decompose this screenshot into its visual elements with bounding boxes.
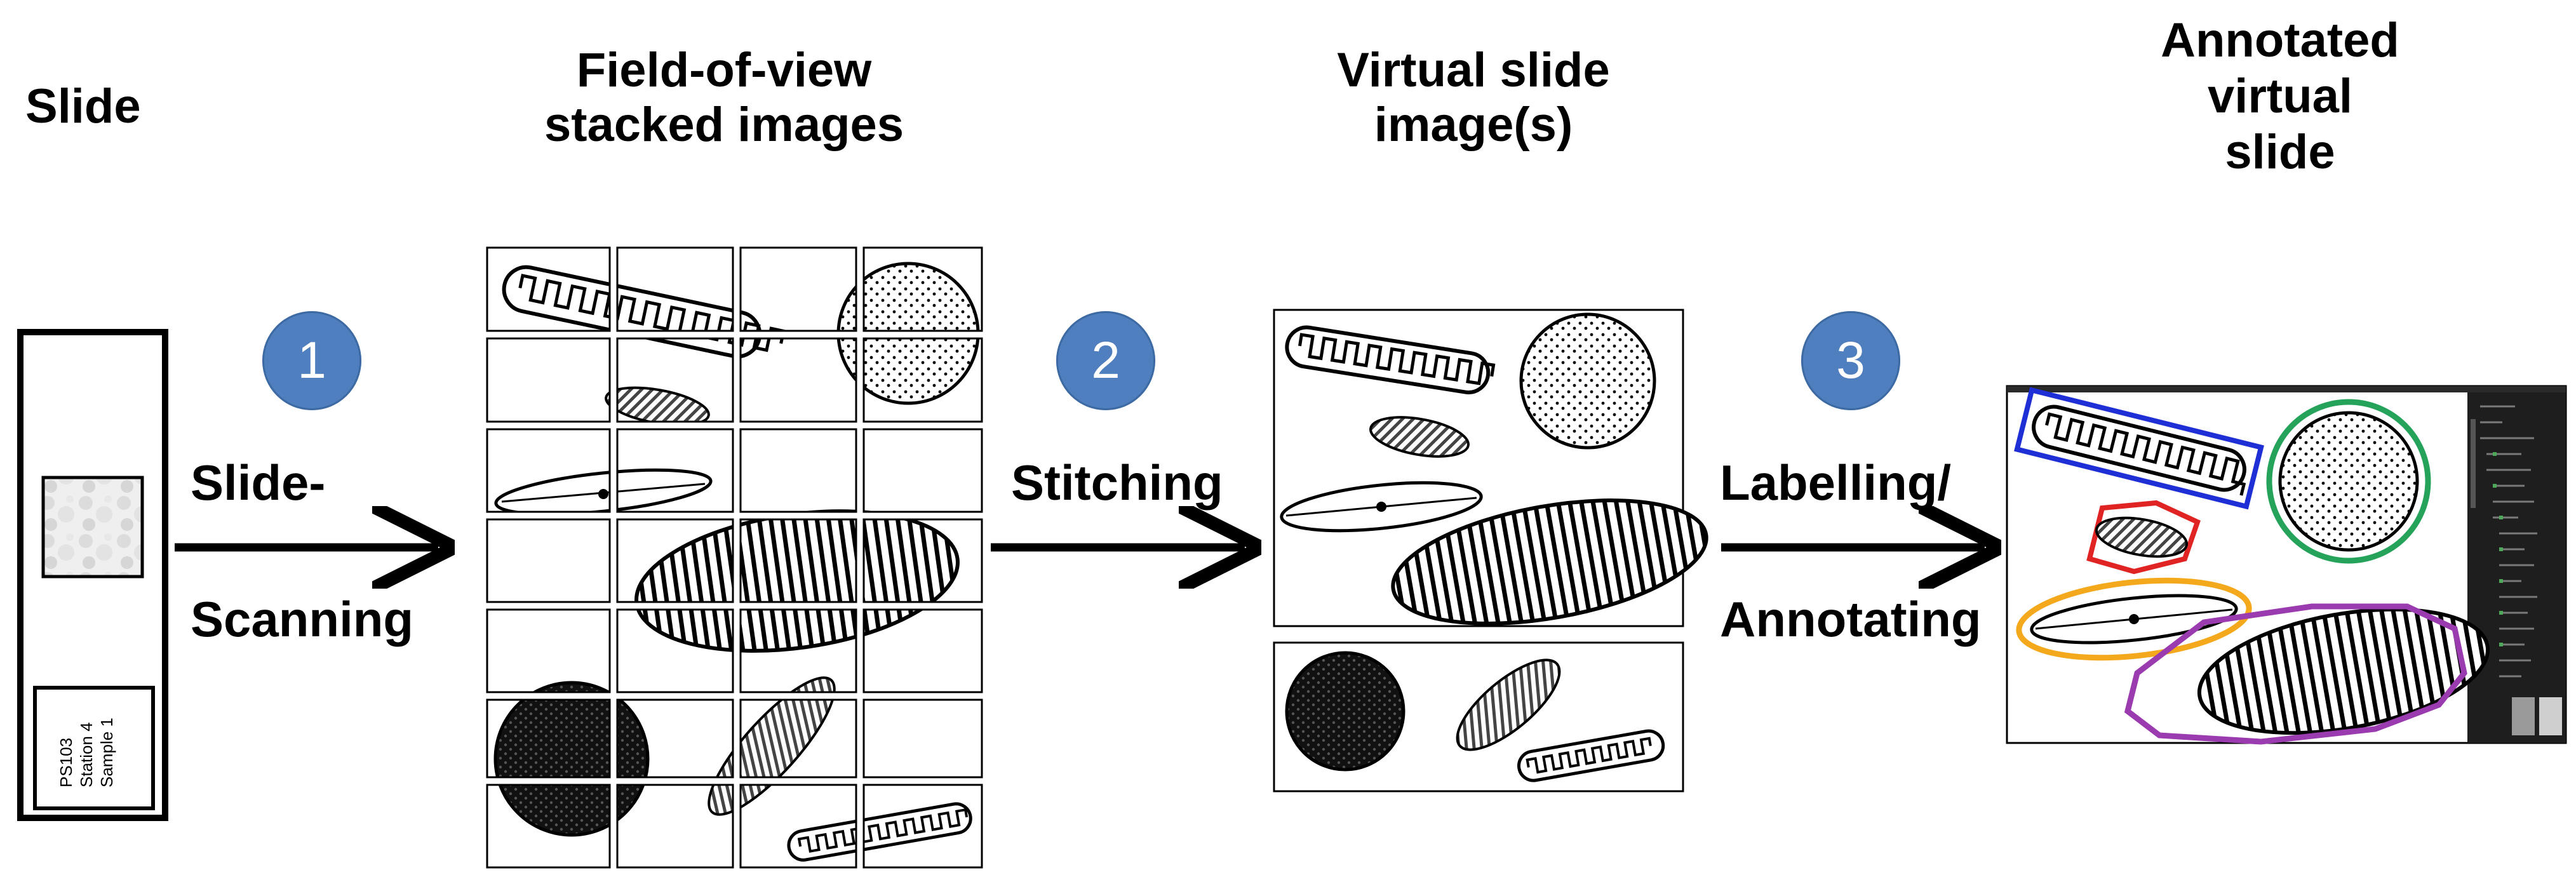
glass-slide [17,329,168,821]
step-3-label-line1: Labelling/ [1720,455,1952,511]
header-slide: Slide [25,79,141,133]
step-3-label-line2: Annotating [1720,591,1982,647]
slide-label-text: PS103 Station 4 Sample 1 [56,718,117,787]
virtual-slide-main [1273,309,1708,627]
step-2-label: Stitching [1011,455,1223,511]
virtual-slide-secondary [1273,641,1684,792]
step-1-label-line2: Scanning [191,591,414,647]
step-2-badge: 2 [1056,311,1155,410]
header-fov: Field-of-view stacked images [544,43,904,152]
step-1-badge: 1 [262,311,361,410]
header-annotated: Annotated virtual slide [2161,13,2399,179]
step-1-label-line1: Slide- [191,455,326,511]
slide-label-line3: Sample 1 [97,718,116,787]
step-3-badge: 3 [1801,311,1900,410]
slide-label-line1: PS103 [57,737,76,787]
slide-label-line2: Station 4 [77,722,96,787]
annotated-slide-window [2006,385,2567,745]
header-virtual-slide: Virtual slide image(s) [1337,43,1610,152]
fov-tile-grid [485,244,983,870]
